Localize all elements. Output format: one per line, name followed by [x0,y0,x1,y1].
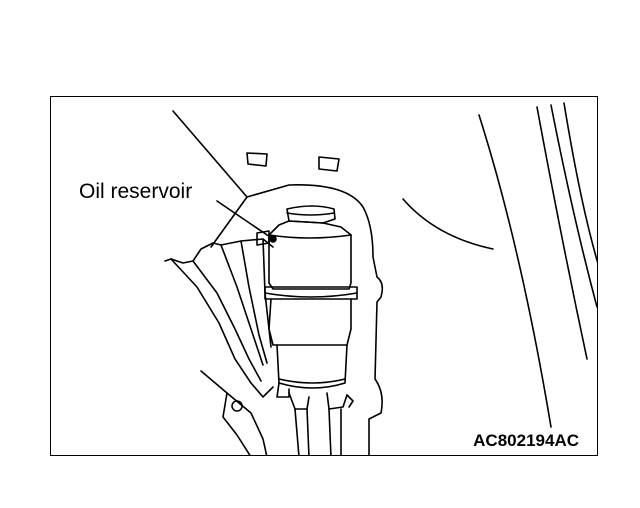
hose-clamp-left [288,392,310,410]
cap-top [286,205,336,224]
fender-line-1 [478,114,552,428]
clamp-screw [346,394,354,408]
cowl-fold-4 [240,240,268,364]
technical-illustration [164,102,597,455]
tank-upper [268,220,352,290]
hose-right [328,408,332,455]
fender-line-4 [563,102,597,263]
figure-frame: Oil reservoir AC802194AC [50,96,598,456]
figure-code: AC802194AC [473,431,579,450]
hose-left [294,408,300,455]
cowl-fastener [231,400,243,412]
cowl-fold-3 [220,244,264,366]
tank-lower [268,298,352,346]
fender-line-3 [550,104,597,308]
bracket-inner-edge [210,196,248,248]
cowl-lower-2 [250,382,274,398]
tank-top-edge [268,234,352,239]
panel-slot-left [246,152,268,167]
cowl-outer [164,238,274,264]
bracket-outline [246,184,384,455]
cap-ring [286,212,335,216]
cowl-lower [200,370,268,455]
tank-nipple [256,230,270,246]
tank-band [264,286,358,300]
cowl-fold-1 [170,258,252,384]
body-edge-line [172,110,248,198]
hose-left-2 [306,408,310,455]
tank-band-lower [264,292,358,298]
fender-line-2 [536,106,588,360]
filter-housing [276,344,348,389]
panel-slot-right [318,156,340,172]
oil-reservoir-label: Oil reservoir [79,180,193,203]
hose-clamp-right [326,392,348,410]
callout-leader [216,200,274,240]
cowl-fold-2 [192,260,262,382]
inner-curve-line [402,198,494,250]
hose-fitting [276,382,290,398]
cowl-edge-bottom [222,392,251,455]
filter-bottom-line [278,378,346,384]
